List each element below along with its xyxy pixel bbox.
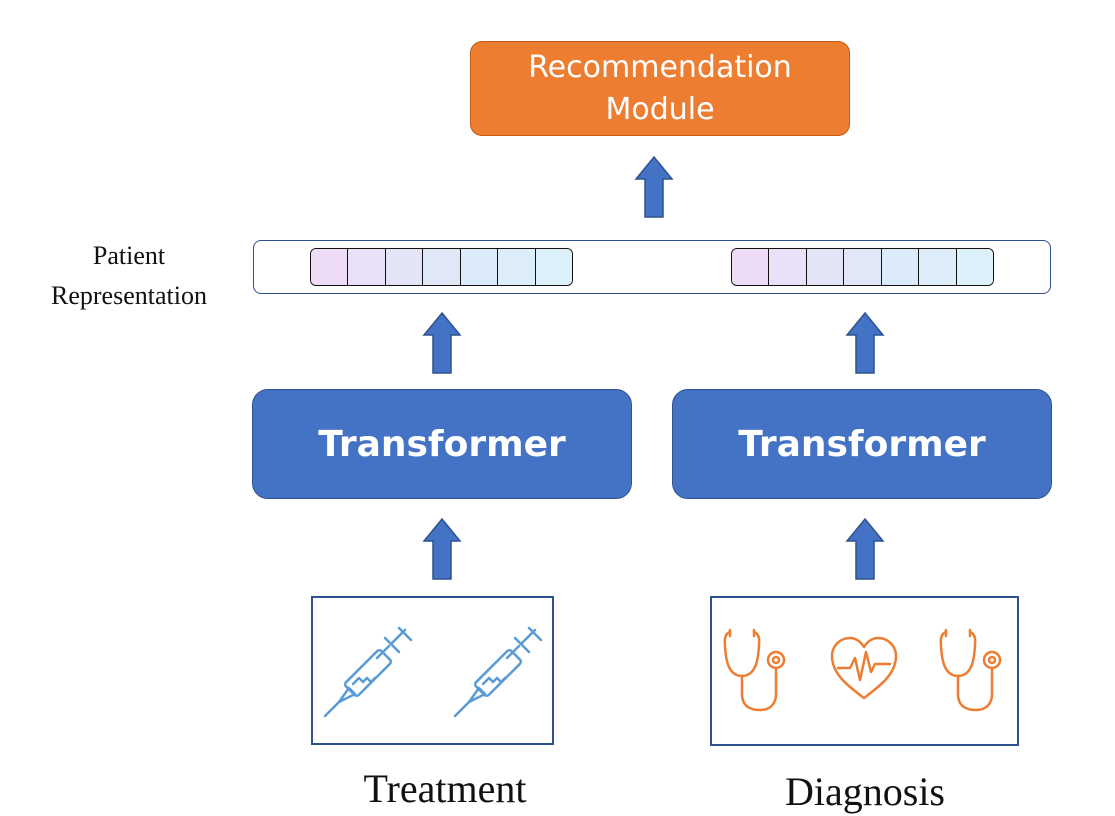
transformer-label: Transformer <box>318 423 566 465</box>
diagnosis-label: Diagnosis <box>785 769 945 814</box>
recommendation-module-line2: Module <box>605 91 715 127</box>
stethoscope-icon <box>723 628 786 712</box>
patient-representation-line2: Representation <box>51 281 207 310</box>
embedding-cell <box>805 249 844 285</box>
heart-pulse-icon <box>830 636 898 700</box>
arrow-up-icon <box>634 155 674 218</box>
syringe-icon <box>453 626 543 718</box>
embedding-cell <box>880 249 919 285</box>
embedding-vector-diagnosis <box>731 248 994 286</box>
treatment-input-box <box>311 596 554 745</box>
patient-representation-line1: Patient <box>92 241 166 270</box>
embedding-vector-treatment <box>310 248 573 286</box>
embedding-cell <box>459 249 498 285</box>
embedding-cell <box>497 249 535 285</box>
syringe-icon <box>323 626 413 718</box>
arrow-up-icon <box>845 311 885 374</box>
transformer-diagnosis: Transformer <box>672 389 1052 499</box>
arrow-up-icon <box>845 517 885 580</box>
arrow-up-icon <box>422 311 462 374</box>
recommendation-module-box: Recommendation Module <box>470 41 850 136</box>
treatment-label: Treatment <box>363 766 527 811</box>
transformer-label: Transformer <box>738 423 986 465</box>
embedding-cell <box>732 249 769 285</box>
arrow-up-icon <box>422 517 462 580</box>
embedding-cell <box>534 249 572 285</box>
embedding-cell <box>768 249 806 285</box>
diagnosis-input-box <box>710 596 1019 746</box>
embedding-cell <box>955 249 993 285</box>
transformer-treatment: Transformer <box>252 389 632 499</box>
embedding-cell <box>918 249 956 285</box>
embedding-cell <box>422 249 460 285</box>
embedding-cell <box>843 249 881 285</box>
patient-representation-label: Patient Representation <box>10 236 248 316</box>
embedding-cell <box>384 249 423 285</box>
embedding-cell <box>311 249 348 285</box>
recommendation-module-line1: Recommendation <box>528 49 792 85</box>
stethoscope-icon <box>939 628 1002 712</box>
embedding-cell <box>347 249 385 285</box>
